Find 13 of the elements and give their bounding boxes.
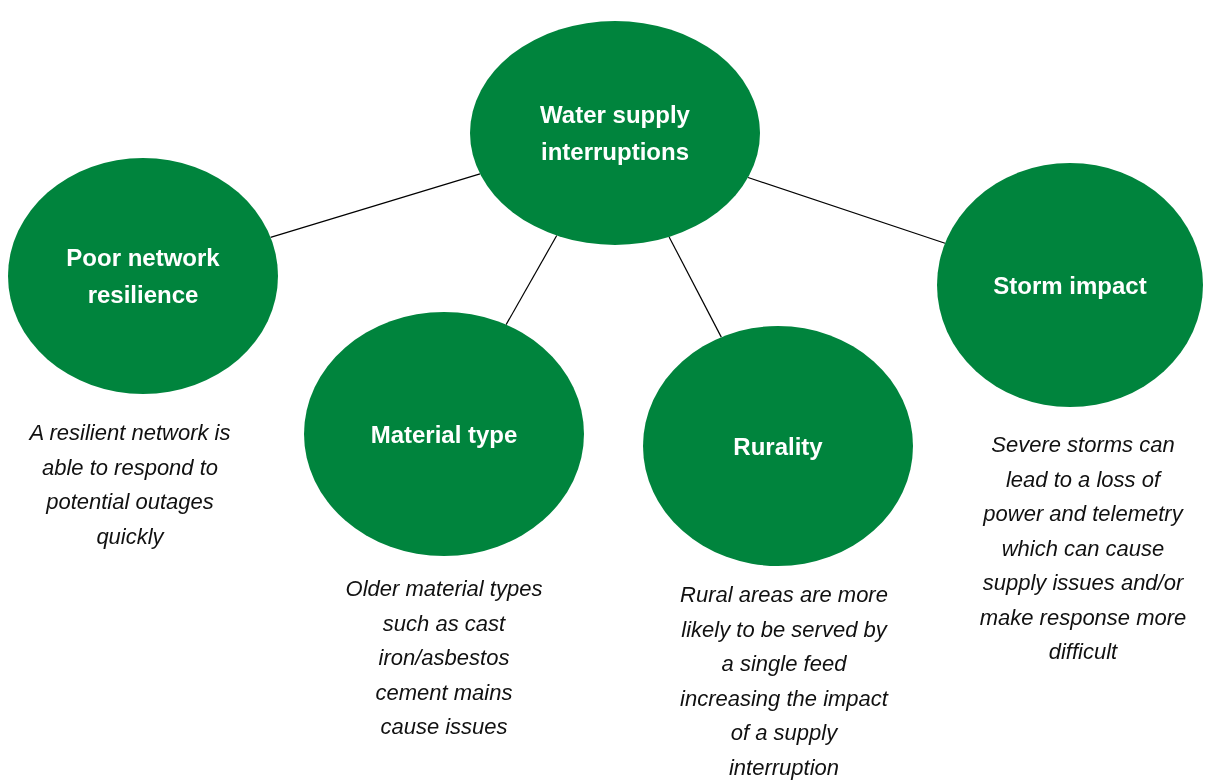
description-text: A resilient network is able to respond to potential outages quickly [27, 419, 232, 551]
description-text: Rural areas are more likely to be served by a single feed increasing the impact of a supply interruption [679, 581, 890, 782]
topic-label: Rurality [732, 431, 824, 462]
connector-line [747, 176, 946, 244]
topic-label: Material type [369, 419, 519, 450]
connector-line [269, 173, 481, 238]
topic-label: Water supply interruptions [539, 100, 691, 167]
topic-label: Storm impact [992, 270, 1148, 301]
topic-label: Poor network resilience [65, 243, 221, 310]
description-text: Older material types such as cast iron/asbestos cement mains cause issues [344, 575, 544, 741]
connector-line [505, 234, 558, 326]
description-text: Severe storms can lead to a loss of power and telemetry which can cause supply issues and/or make response more difficult [978, 431, 1188, 666]
connector-line [668, 236, 722, 338]
